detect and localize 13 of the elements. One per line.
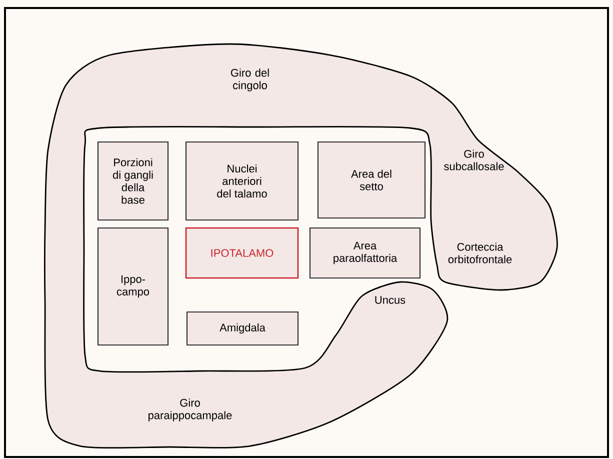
region-label: Giro subcallosale — [444, 150, 504, 170]
region-label: Giro paraippocampale — [148, 398, 232, 422]
region-label: Giro del cingolo — [231, 68, 269, 92]
structure-box: Porzioni di gangli della base — [97, 141, 169, 221]
structure-box: Amigdala — [186, 311, 299, 346]
structure-box: Nuclei anteriori del talamo — [185, 141, 299, 221]
structure-box: Area del setto — [317, 141, 426, 219]
region-label: Corteccia orbitofrontale — [448, 242, 512, 264]
structure-box: Ippo- campo — [97, 227, 169, 346]
lobe-shape — [44, 43, 558, 449]
structure-box: Area paraolfattoria — [309, 227, 421, 279]
highlighted-box: IPOTALAMO — [185, 227, 299, 279]
region-label: Uncus — [375, 296, 406, 304]
